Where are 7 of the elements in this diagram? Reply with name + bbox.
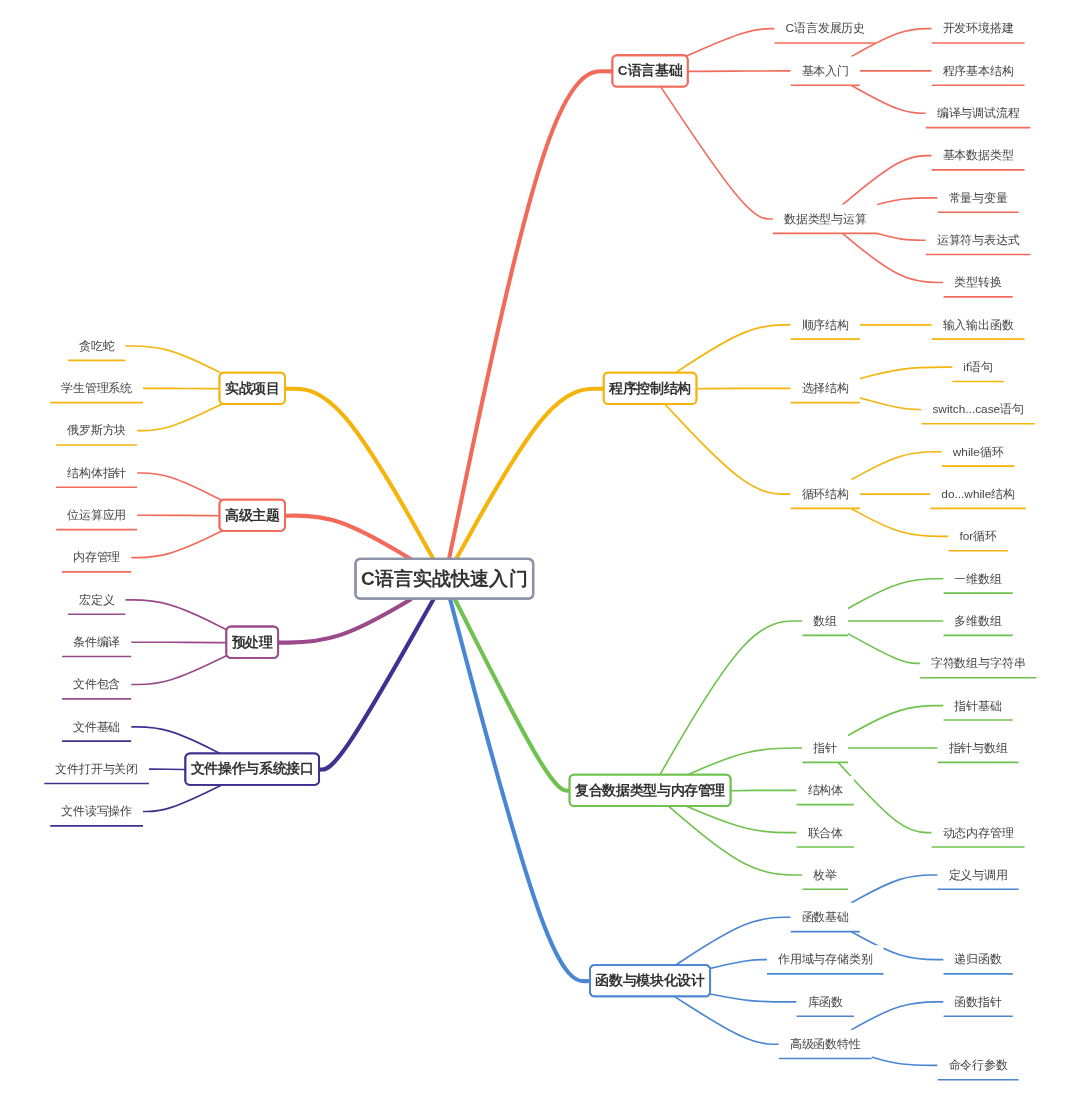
connector [130,529,223,558]
connector [667,805,803,876]
connector [124,598,228,631]
connector [850,507,949,537]
connector [658,619,803,776]
connector [130,654,228,685]
connector [124,344,223,374]
